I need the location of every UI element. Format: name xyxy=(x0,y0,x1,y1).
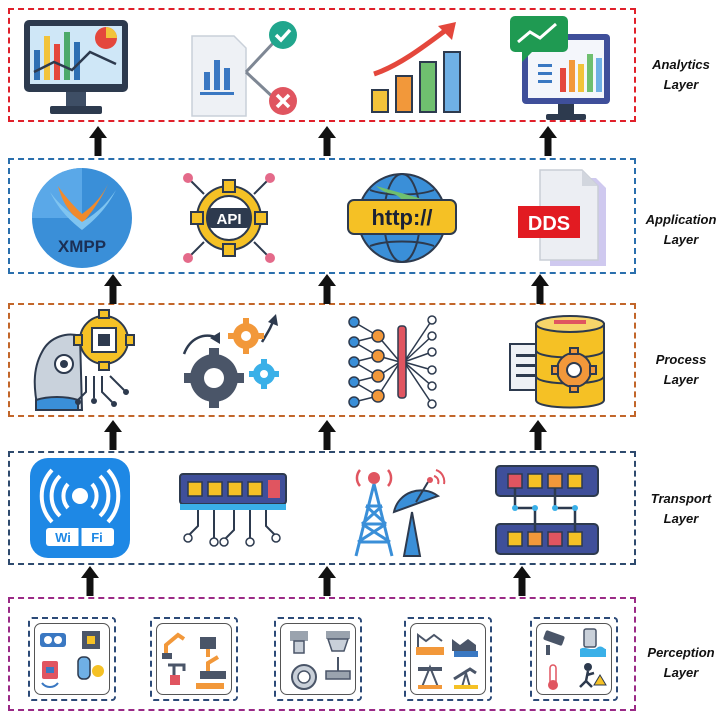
report-approval-icon xyxy=(191,21,297,117)
gears-process-icon xyxy=(182,314,279,408)
dds-file-icon: DDS xyxy=(518,169,606,266)
sensor-tile-frame xyxy=(410,623,486,695)
network-switch-icon xyxy=(179,473,287,547)
sensor-tile xyxy=(150,617,238,701)
application-layer-label: Application Layer xyxy=(640,210,722,250)
sensor-tile-frame xyxy=(34,623,110,695)
radio-tower-satellite-icon xyxy=(354,469,446,557)
application-layer-subtitle: Layer xyxy=(663,232,699,247)
arrow-up-icon xyxy=(89,126,107,156)
svg-text:Fi: Fi xyxy=(91,530,103,545)
transport-layer-frame xyxy=(8,451,636,565)
api-gear-icon: API xyxy=(183,173,275,263)
perception-layer-label: Perception Layer xyxy=(640,643,722,683)
xmpp-label: XMPP xyxy=(58,237,106,256)
arrow-up-icon xyxy=(539,126,557,156)
sensor-tile-frame xyxy=(536,623,612,695)
analytics-layer-title: Analytics xyxy=(652,57,710,72)
perception-layer-frame xyxy=(8,597,636,711)
arrow-up-icon xyxy=(318,420,336,450)
sensor-tile xyxy=(28,617,116,701)
perception-layer-subtitle: Layer xyxy=(663,665,699,680)
meters-devices-icon xyxy=(290,631,351,690)
process-layer-label: Process Layer xyxy=(640,350,722,390)
arrow-up-icon xyxy=(81,566,99,596)
svg-text:Wi: Wi xyxy=(55,530,71,545)
xmpp-protocol-icon: XMPP xyxy=(32,168,132,268)
analytics-layer-label: Analytics Layer xyxy=(640,55,722,95)
application-layer-frame xyxy=(8,158,636,274)
http-label: http:// xyxy=(371,205,432,230)
surveillance-env-icon xyxy=(543,628,607,690)
transport-layer-label: Transport Layer xyxy=(640,489,722,529)
arrow-up-icon xyxy=(529,420,547,450)
neural-network-icon xyxy=(348,315,437,409)
arrow-up-icon xyxy=(531,274,549,304)
arrow-up-icon xyxy=(513,566,531,596)
perception-layer-title: Perception xyxy=(647,645,715,660)
monitor-dashboard-icon xyxy=(24,20,128,114)
database-gear-icon xyxy=(509,315,605,409)
arrow-up-icon xyxy=(318,274,336,304)
factory-oil-icon xyxy=(416,633,478,689)
sensors-devices-icon xyxy=(40,631,104,688)
analytics-layer-subtitle: Layer xyxy=(663,77,699,92)
transport-layer-title: Transport xyxy=(650,491,712,506)
api-label: API xyxy=(216,211,241,228)
sensor-tile xyxy=(404,617,492,701)
process-layer-title: Process xyxy=(655,352,707,367)
transport-layer-subtitle: Layer xyxy=(663,511,699,526)
dds-label: DDS xyxy=(528,213,570,235)
arrow-up-icon xyxy=(318,126,336,156)
patch-panel-icon xyxy=(495,465,599,555)
sensor-tile-frame xyxy=(156,623,232,695)
analytics-screen-icon xyxy=(510,16,610,120)
application-layer-title: Application xyxy=(645,212,717,227)
sensor-tile xyxy=(530,617,618,701)
industrial-robots-icon xyxy=(162,632,226,689)
sensor-tile xyxy=(274,617,362,701)
sensor-tile-frame xyxy=(280,623,356,695)
wifi-router-icon: Wi Fi xyxy=(30,458,130,558)
arrow-up-icon xyxy=(104,274,122,304)
http-globe-icon: http:// xyxy=(347,173,457,263)
arrow-up-icon xyxy=(104,420,122,450)
analytics-layer-frame xyxy=(8,8,636,122)
process-layer-frame xyxy=(8,303,636,417)
ai-head-chip-icon xyxy=(33,309,135,411)
process-layer-subtitle: Layer xyxy=(663,372,699,387)
arrow-up-icon xyxy=(318,566,336,596)
growth-chart-icon xyxy=(371,22,461,113)
